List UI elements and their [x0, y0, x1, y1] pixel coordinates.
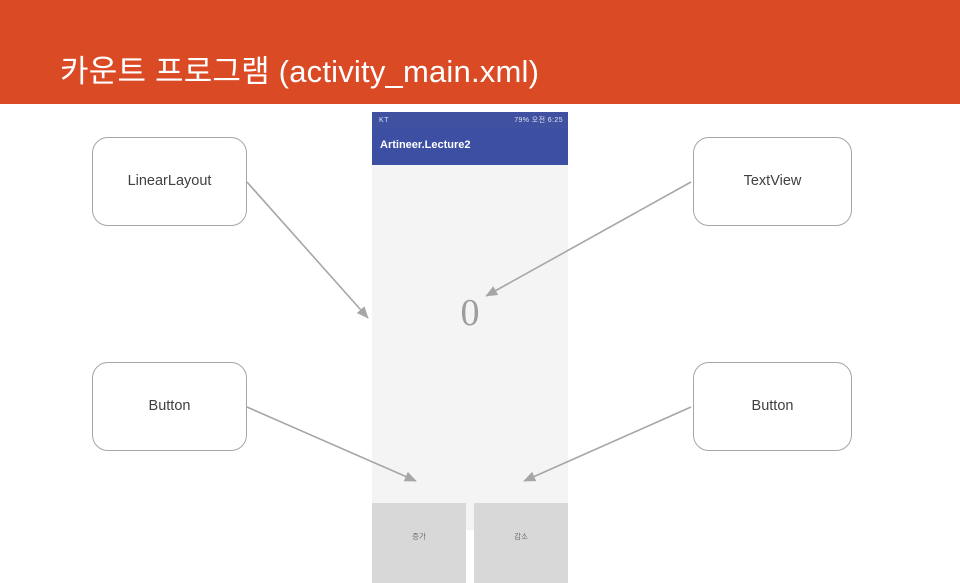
status-bar-carrier: KT [379, 117, 390, 124]
arrow-linearlayout [246, 181, 369, 319]
phone-status-bar: KT 79% 오전 6:25 [372, 112, 568, 129]
callout-button-increase: Button [92, 362, 247, 451]
callout-linearlayout: LinearLayout [92, 137, 247, 226]
increase-button[interactable]: 증가 [372, 503, 466, 583]
phone-app-bar: Artineer.Lecture2 [372, 129, 568, 165]
increase-button-label: 증가 [412, 532, 426, 541]
count-textview: 0 [460, 292, 480, 334]
phone-button-row: 증가 감소 [372, 503, 568, 583]
decrease-button-label: 감소 [514, 532, 528, 541]
callout-button-decrease-label: Button [751, 398, 794, 414]
header-banner [0, 0, 960, 104]
phone-mockup: KT 79% 오전 6:25 Artineer.Lecture2 0 증가 감소 [372, 112, 568, 583]
decrease-button[interactable]: 감소 [474, 503, 568, 583]
phone-content-area: 0 증가 감소 [372, 165, 568, 583]
app-bar-title: Artineer.Lecture2 [380, 139, 471, 151]
callout-textview: TextView [693, 137, 852, 226]
callout-button-decrease: Button [693, 362, 852, 451]
callout-button-increase-label: Button [148, 398, 191, 414]
page-title: 카운트 프로그램 (activity_main.xml) [60, 54, 540, 89]
callout-linearlayout-label: LinearLayout [127, 173, 212, 189]
status-bar-battery-time: 79% 오전 6:25 [514, 117, 563, 124]
callout-textview-label: TextView [743, 173, 802, 189]
